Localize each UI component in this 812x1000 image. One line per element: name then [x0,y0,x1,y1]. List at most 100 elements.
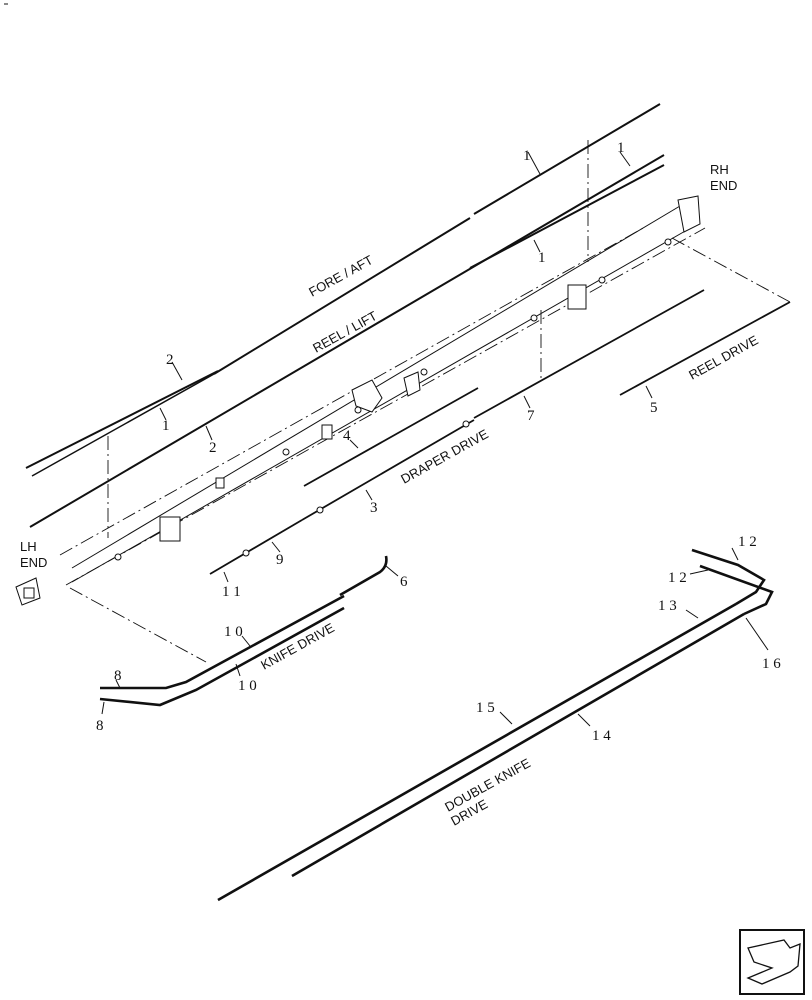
line-reel-lift-short [469,164,665,269]
leader-6 [385,565,399,577]
line-12-lower-inner [699,565,773,615]
leader-10b [235,663,241,677]
leader-rh-drop [671,237,791,303]
fitting-d [530,314,538,322]
label-reel-lift: REEL / LIFT [310,308,379,356]
leader-1a [527,151,541,175]
callout-6: 6 [400,574,408,590]
leader-15 [499,711,513,725]
callout-10b: 1 0 [238,678,257,694]
beam-rh-end [677,195,701,233]
line-7 [473,289,705,419]
line-10-upper-inner [100,595,345,689]
line-fore-aft-lower [31,373,215,477]
line-10-lower [99,606,345,707]
leader-13 [685,609,699,619]
leader-4 [349,439,359,449]
bracket-mid-1 [321,424,333,440]
arrow-shape-icon [746,939,801,985]
beam-brackets [114,238,672,561]
leader-1c [533,239,541,253]
callout-11: 1 1 [222,584,241,600]
fitting-a [282,448,290,456]
bracket-center [351,379,383,413]
leader-lines [69,140,791,663]
label-knife-drive: KNIFE DRIVE [258,620,337,673]
line-fore-aft-long [213,217,471,375]
callout-12a: 1 2 [738,534,757,550]
beam-centerline-upper [59,226,646,556]
callout-1b: 1 [617,140,625,156]
fitting-draper-3 [462,420,470,428]
fitting-f [664,238,672,246]
line-10-lower-inner [99,607,345,706]
line-fore-aft-upper-b [473,103,661,215]
beam-lh-end-face [23,587,35,599]
callout-9: 9 [276,552,284,568]
fitting-e [598,276,606,284]
callouts: 1 1 1 1 2 2 3 4 5 6 7 8 8 9 1 0 1 0 1 1 … [96,140,781,744]
callout-2a: 2 [166,352,174,368]
line-12-lower [699,564,774,616]
leader-lh-drop [69,587,207,663]
callout-1d: 1 [162,418,170,434]
leader-7 [523,395,531,409]
leader-10a [241,635,251,647]
line-6-inner [339,555,387,596]
callout-8a: 8 [114,668,122,684]
line-12-upper-inner [691,549,765,605]
line-5-reel-drive [619,301,791,396]
line-14-inner [291,613,745,877]
leader-1b [619,151,631,167]
callout-2b: 2 [209,440,217,456]
line-6 [339,555,388,597]
label-reel-drive: REEL DRIVE [686,332,761,383]
bracket-mid-2 [215,477,225,489]
fitting-draper-2 [242,549,250,557]
leader-1d [159,407,167,421]
double-knife-drive-lines [217,548,774,902]
leader-9 [271,541,281,553]
fitting-c [420,368,428,376]
bracket-center-2 [403,371,421,397]
leader-2a [171,361,183,381]
line-15-inner [217,603,737,901]
label-lh-end-2: END [20,555,47,570]
label-fore-aft: FORE / AFT [306,252,375,299]
callout-10a: 1 0 [224,624,243,640]
callout-15: 1 5 [476,700,495,716]
label-lh-end-1: LH [20,539,37,554]
callout-5: 5 [650,400,658,416]
line-reel-lift-long [29,154,665,528]
leader-14 [577,713,591,727]
bracket-lh [159,516,181,542]
draper-drive-lines [209,289,791,575]
leader-12b [689,569,709,575]
fitting-draper-1 [316,506,324,514]
upper-hose-lines [25,103,665,528]
line-3 [301,419,475,521]
callout-13: 1 3 [658,598,677,614]
callout-4: 4 [343,428,351,444]
line-fore-aft-upper [25,370,219,469]
leader-8a [115,679,121,689]
leader-5 [645,385,653,399]
callout-14: 1 4 [592,728,611,744]
leader-12a [731,547,739,561]
line-9 [209,519,303,575]
next-page-arrow-icon[interactable] [739,929,805,995]
leader-11 [223,571,229,583]
callout-1c: 1 [538,250,546,266]
callout-7: 7 [527,408,535,424]
leader-2b [205,425,213,441]
callout-16: 1 6 [762,656,781,672]
label-rh-end-1: RH [710,162,729,177]
leader-16 [745,617,769,651]
callout-3: 3 [370,500,378,516]
fitting-g [114,553,122,561]
fitting-b [354,406,362,414]
label-rh-end-2: END [710,178,737,193]
callout-1a: 1 [523,148,531,164]
knife-drive-lines [99,555,388,707]
